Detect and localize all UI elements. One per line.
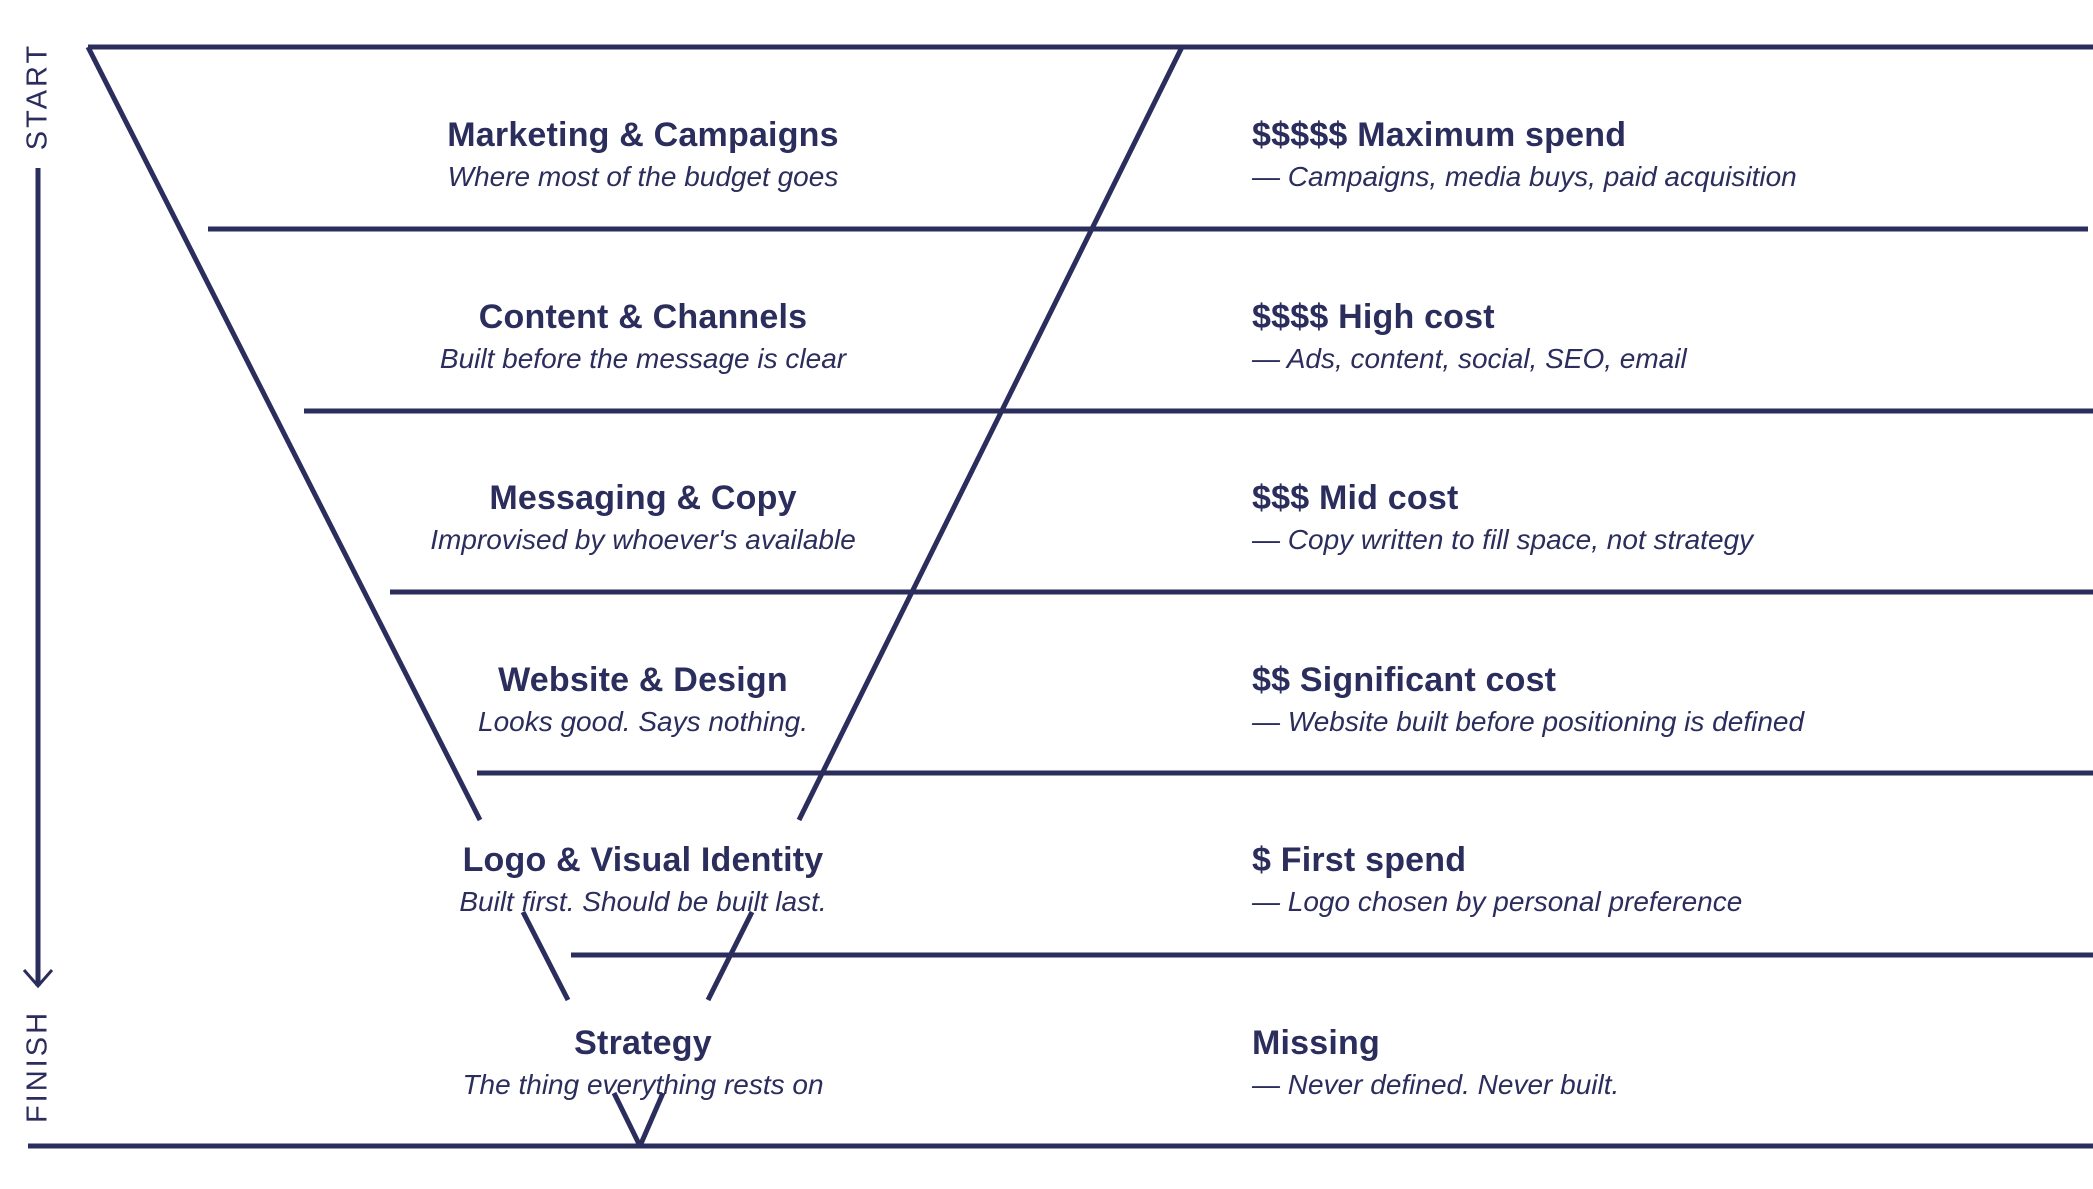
layer-note: Looks good. Says nothing. bbox=[477, 706, 809, 737]
pyramid-right-edge-lower bbox=[705, 910, 755, 1002]
layer-row-website: Website & Design Looks good. Says nothin… bbox=[0, 645, 2093, 826]
pyramid-left-edge-tip bbox=[611, 1091, 643, 1148]
layer-title: Marketing & Campaigns bbox=[447, 116, 839, 154]
cost-title: $$$ Mid cost bbox=[1252, 479, 1459, 517]
layer-note: Built first. Should be built last. bbox=[459, 886, 827, 917]
cost-title: $$ Significant cost bbox=[1252, 661, 1557, 699]
layer-title: Strategy bbox=[574, 1024, 712, 1062]
cost-note: — Never defined. Never built. bbox=[1252, 1069, 1620, 1100]
layer-row-logo: Logo & Visual Identity Built first. Shou… bbox=[0, 825, 2093, 1006]
layer-row-messaging: Messaging & Copy Improvised by whoever's… bbox=[0, 463, 2093, 644]
arrow-down-icon bbox=[22, 969, 54, 989]
cost-note: — Copy written to fill space, not strate… bbox=[1252, 524, 1754, 555]
pyramid-right-edge bbox=[796, 45, 1185, 822]
layer-row-content: Content & Channels Built before the mess… bbox=[0, 282, 2093, 463]
cost-note: — Logo chosen by personal preference bbox=[1252, 886, 1743, 917]
cost-title: $ First spend bbox=[1252, 841, 1467, 879]
layer-note: The thing everything rests on bbox=[462, 1069, 824, 1100]
cost-note: — Ads, content, social, SEO, email bbox=[1252, 343, 1687, 374]
layer-note: Improvised by whoever's available bbox=[430, 524, 856, 555]
layer-title: Logo & Visual Identity bbox=[462, 841, 824, 879]
pyramid-left-edge bbox=[85, 45, 483, 822]
cost-title: Missing bbox=[1252, 1024, 1380, 1062]
cost-title: $$$$ High cost bbox=[1252, 298, 1495, 336]
layer-title: Messaging & Copy bbox=[489, 479, 797, 517]
layer-title: Website & Design bbox=[498, 661, 788, 699]
layer-row-marketing: Marketing & Campaigns Where most of the … bbox=[0, 100, 2093, 281]
layer-note: Built before the message is clear bbox=[439, 343, 847, 374]
cost-note: — Website built before positioning is de… bbox=[1252, 706, 1805, 737]
cost-title: $$$$$ Maximum spend bbox=[1252, 116, 1627, 154]
pyramid-left-edge-lower bbox=[520, 910, 571, 1002]
pyramid-right-edge-tip bbox=[637, 1092, 666, 1147]
layer-row-strategy: Strategy The thing everything rests on M… bbox=[0, 1008, 2093, 1189]
cost-note: — Campaigns, media buys, paid acquisitio… bbox=[1252, 161, 1797, 192]
layer-title: Content & Channels bbox=[478, 298, 808, 336]
layer-note: Where most of the budget goes bbox=[447, 161, 839, 192]
